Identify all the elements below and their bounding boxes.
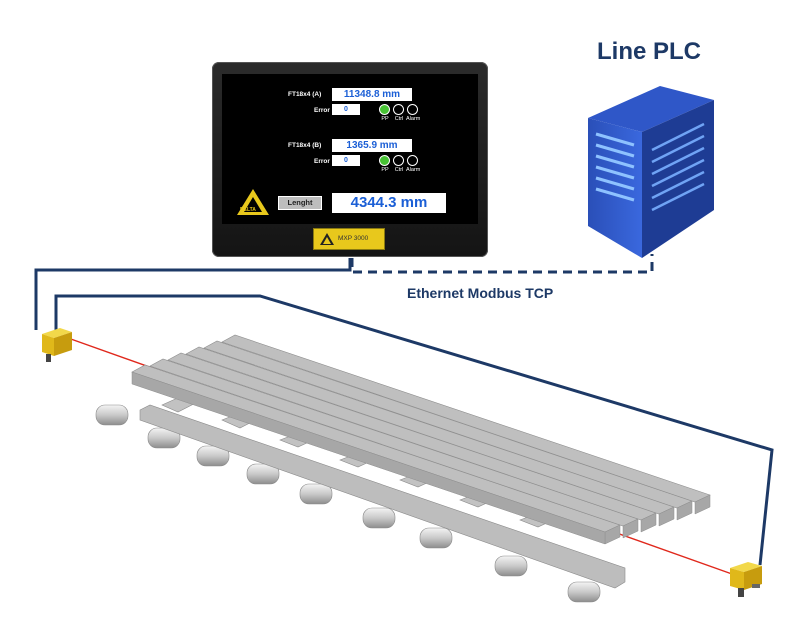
led-label-alarm: Alarm (406, 167, 421, 173)
plc-title: Line PLC (597, 38, 702, 65)
sensor-b-led-pp (379, 155, 390, 166)
sensor-a-led-pp (379, 104, 390, 115)
led-label-alarm: Alarm (406, 116, 421, 122)
sensor-b-label: FT18x4 (B) (288, 142, 322, 149)
sensor-a-led-alarm (407, 104, 418, 115)
length-button[interactable]: Lenght (278, 196, 322, 210)
logo-text: DELTA (240, 207, 256, 213)
cable-sensor-b (54, 294, 774, 566)
led-label-pp: PP (381, 116, 389, 122)
sensor-a-led-ctrl (393, 104, 404, 115)
steel-bars (131, 334, 711, 533)
laser-sensor-b-icon (730, 562, 762, 597)
model-badge: MXP 3000 (313, 228, 385, 250)
delta-badge-icon (320, 233, 334, 245)
ethernet-link (350, 254, 654, 274)
led-label-ctrl: Ctrl (394, 167, 404, 173)
plc-server-icon (588, 86, 714, 258)
connection-label: Ethernet Modbus TCP (407, 285, 554, 301)
sensor-b-error-value: 0 (332, 155, 360, 166)
length-value: 4344.3 mm (332, 193, 446, 213)
sensor-a-error-value: 0 (332, 104, 360, 115)
delta-logo: DELTA (236, 188, 270, 216)
laser-sensor-a-icon (42, 328, 72, 362)
sensor-a-reading: 11348.8 mm (332, 88, 412, 101)
sensor-b-error-label: Error (314, 158, 330, 165)
led-label-ctrl: Ctrl (394, 116, 404, 122)
hmi-screen: FT18x4 (A) 11348.8 mm Error 0 PP Ctrl Al… (222, 74, 478, 224)
sensor-b-led-alarm (407, 155, 418, 166)
sensor-b-led-ctrl (393, 155, 404, 166)
sensor-a-error-label: Error (314, 107, 330, 114)
sensor-b-reading: 1365.9 mm (332, 139, 412, 152)
delta-logo-icon (237, 189, 269, 215)
cable-sensor-a (34, 258, 352, 330)
hmi-panel: FT18x4 (A) 11348.8 mm Error 0 PP Ctrl Al… (212, 62, 488, 257)
led-label-pp: PP (381, 167, 389, 173)
sensor-a-label: FT18x4 (A) (288, 91, 322, 98)
model-label: MXP 3000 (338, 235, 369, 242)
